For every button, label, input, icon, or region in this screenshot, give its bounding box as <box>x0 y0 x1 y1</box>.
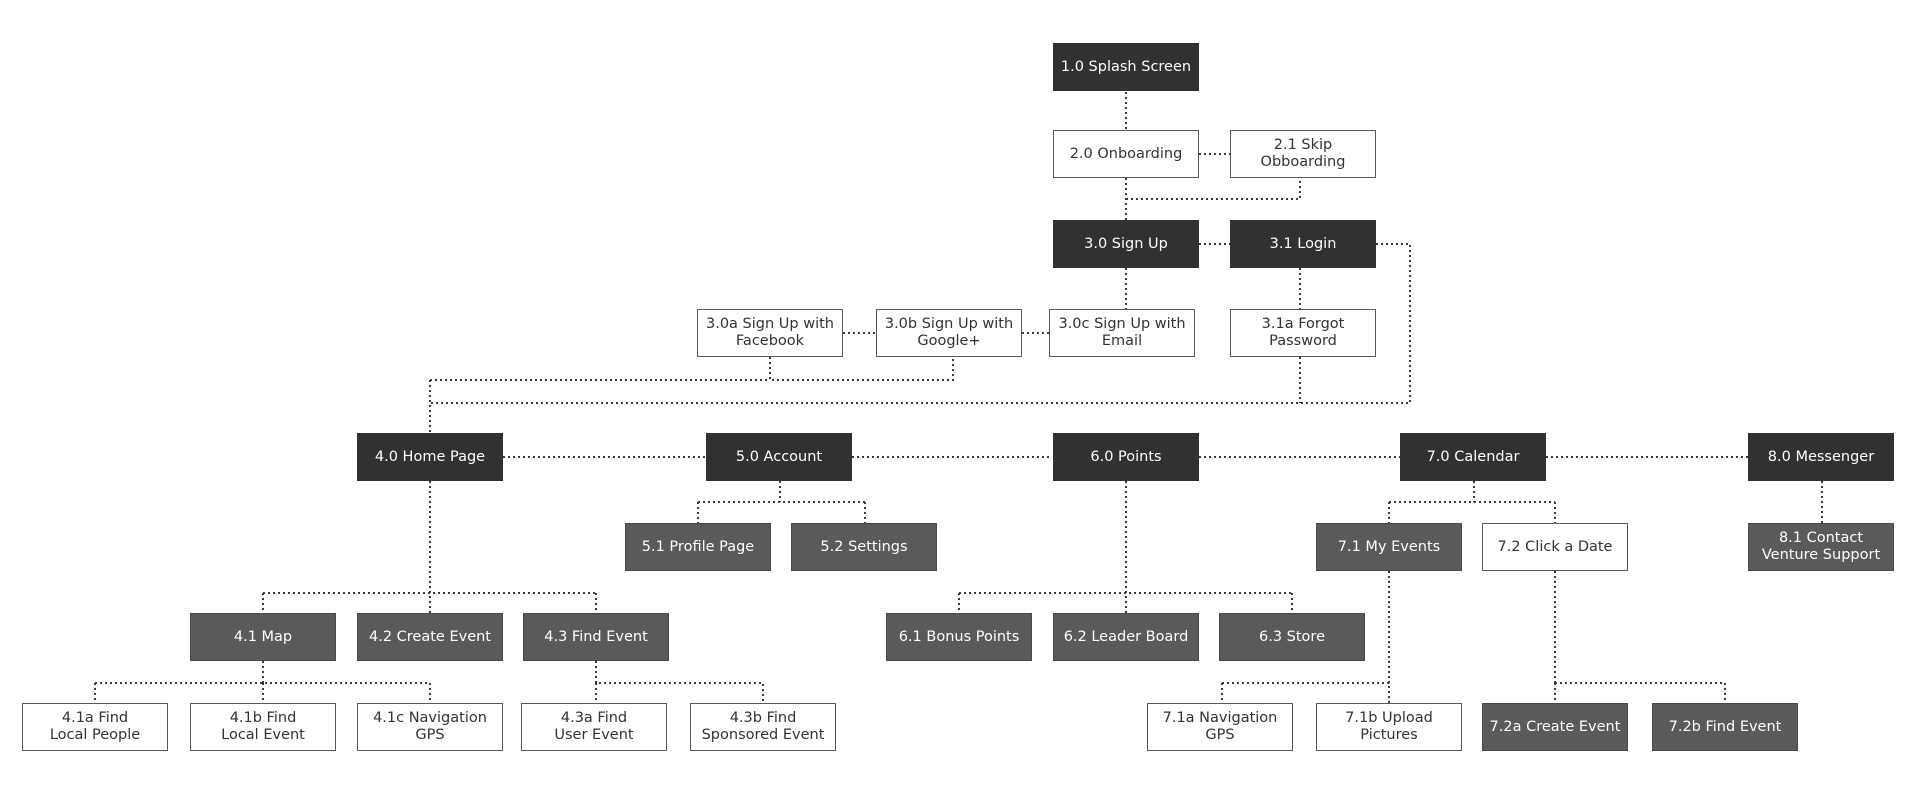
node-7-1-my-events: 7.1 My Events <box>1316 523 1462 571</box>
connector-signup-options-to-home <box>429 357 954 433</box>
node-7-2b-find-event: 7.2b Find Event <box>1652 703 1798 751</box>
connector-onboarding-to-signup <box>1125 178 1301 220</box>
node-4-3b-find-sponsored-event: 4.3b Find Sponsored Event <box>690 703 836 751</box>
node-4-1b-find-local-event: 4.1b Find Local Event <box>190 703 336 751</box>
node-4-1c-navigation-gps: 4.1c Navigation GPS <box>357 703 503 751</box>
node-2-0-onboarding: 2.0 Onboarding <box>1053 130 1199 178</box>
node-4-1a-find-local-people: 4.1a Find Local People <box>22 703 168 751</box>
connector-7-1-children <box>1221 571 1390 703</box>
node-3-0b-sign-up-google: 3.0b Sign Up with Google+ <box>876 309 1022 357</box>
node-8-0-messenger: 8.0 Messenger <box>1748 433 1894 481</box>
connector-4-1-children <box>94 661 431 703</box>
node-3-0c-sign-up-email: 3.0c Sign Up with Email <box>1049 309 1195 357</box>
node-8-1-contact-support: 8.1 Contact Venture Support <box>1748 523 1894 571</box>
node-4-3-find-event: 4.3 Find Event <box>523 613 669 661</box>
node-5-0-account: 5.0 Account <box>706 433 852 481</box>
node-6-1-bonus-points: 6.1 Bonus Points <box>886 613 1032 661</box>
connector-4-3-children <box>595 661 764 703</box>
node-7-1b-upload-pictures: 7.1b Upload Pictures <box>1316 703 1462 751</box>
node-3-1a-forgot-password: 3.1a Forgot Password <box>1230 309 1376 357</box>
node-6-2-leader-board: 6.2 Leader Board <box>1053 613 1199 661</box>
node-4-0-home-page: 4.0 Home Page <box>357 433 503 481</box>
node-7-2-click-a-date: 7.2 Click a Date <box>1482 523 1628 571</box>
node-4-3a-find-user-event: 4.3a Find User Event <box>521 703 667 751</box>
node-7-0-calendar: 7.0 Calendar <box>1400 433 1546 481</box>
connector-7-2-children <box>1554 571 1726 703</box>
node-1-0-splash-screen: 1.0 Splash Screen <box>1053 43 1199 91</box>
node-6-3-store: 6.3 Store <box>1219 613 1365 661</box>
node-6-0-points: 6.0 Points <box>1053 433 1199 481</box>
node-3-0a-sign-up-facebook: 3.0a Sign Up with Facebook <box>697 309 843 357</box>
connector-4-0-children <box>262 481 597 613</box>
node-4-2-create-event: 4.2 Create Event <box>357 613 503 661</box>
connector-7-0-children <box>1388 481 1556 523</box>
node-7-2a-create-event: 7.2a Create Event <box>1482 703 1628 751</box>
connector-login-to-home <box>430 243 1411 404</box>
node-4-1-map: 4.1 Map <box>190 613 336 661</box>
connector-5-0-children <box>697 481 866 523</box>
node-7-1a-navigation-gps: 7.1a Navigation GPS <box>1147 703 1293 751</box>
node-5-2-settings: 5.2 Settings <box>791 523 937 571</box>
node-2-1-skip-onboarding: 2.1 Skip Obboarding <box>1230 130 1376 178</box>
node-3-1-login: 3.1 Login <box>1230 220 1376 268</box>
connector-6-0-children <box>958 481 1293 613</box>
node-3-0-sign-up: 3.0 Sign Up <box>1053 220 1199 268</box>
node-5-1-profile-page: 5.1 Profile Page <box>625 523 771 571</box>
